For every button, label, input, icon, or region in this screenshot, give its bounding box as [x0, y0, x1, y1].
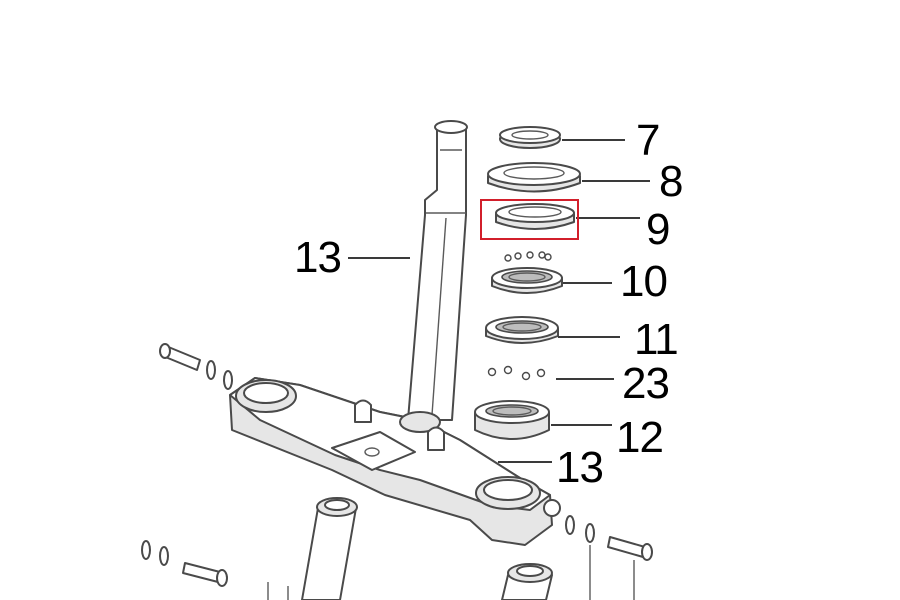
bolt-lower-left	[141, 540, 228, 587]
callout-23: 23	[622, 359, 669, 408]
callout-13-stem: 13	[294, 233, 341, 282]
callout-12: 12	[616, 413, 663, 462]
fork-tube-left	[267, 497, 358, 600]
fork-tube-right	[501, 563, 553, 600]
callout-11: 11	[634, 315, 678, 364]
bearing-balls-upper	[504, 251, 552, 262]
part-11-bearing-cup	[485, 316, 559, 344]
part-9-upper-race	[495, 203, 575, 230]
callout-9: 9	[646, 205, 669, 254]
callout-13-clamp: 13	[556, 443, 603, 492]
highlight-box-part-9	[480, 199, 579, 240]
part-12-lower-race	[474, 400, 550, 440]
part-7-locknut	[499, 126, 561, 149]
callout-10: 10	[620, 257, 667, 306]
part-23-balls	[487, 365, 546, 381]
callout-7: 7	[636, 116, 659, 165]
part-10-bearing-cup	[491, 267, 563, 294]
callout-8: 8	[659, 157, 682, 206]
lower-triple-clamp	[229, 377, 561, 546]
part-8-adjusting-nut	[487, 162, 581, 193]
steering-stem	[407, 120, 468, 421]
bolt-right	[565, 515, 653, 600]
bolt-upper-left	[159, 343, 233, 390]
